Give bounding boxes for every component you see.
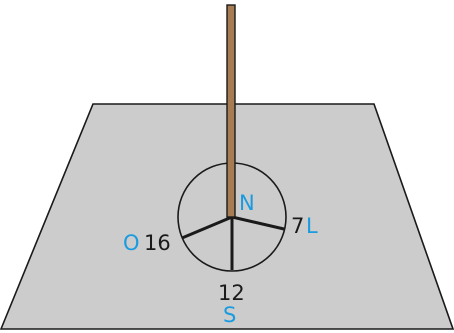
label-north: N (239, 191, 255, 215)
hour-label-west: 16 (144, 231, 171, 255)
hour-label-south: 12 (218, 281, 245, 305)
label-south: S (223, 303, 236, 327)
label-east: L (306, 214, 318, 238)
hand-east (231, 215, 285, 231)
hand-west (181, 215, 233, 240)
label-west: O (123, 231, 140, 255)
gnomon-pole (226, 4, 236, 218)
hour-label-east: 7 (291, 214, 304, 238)
